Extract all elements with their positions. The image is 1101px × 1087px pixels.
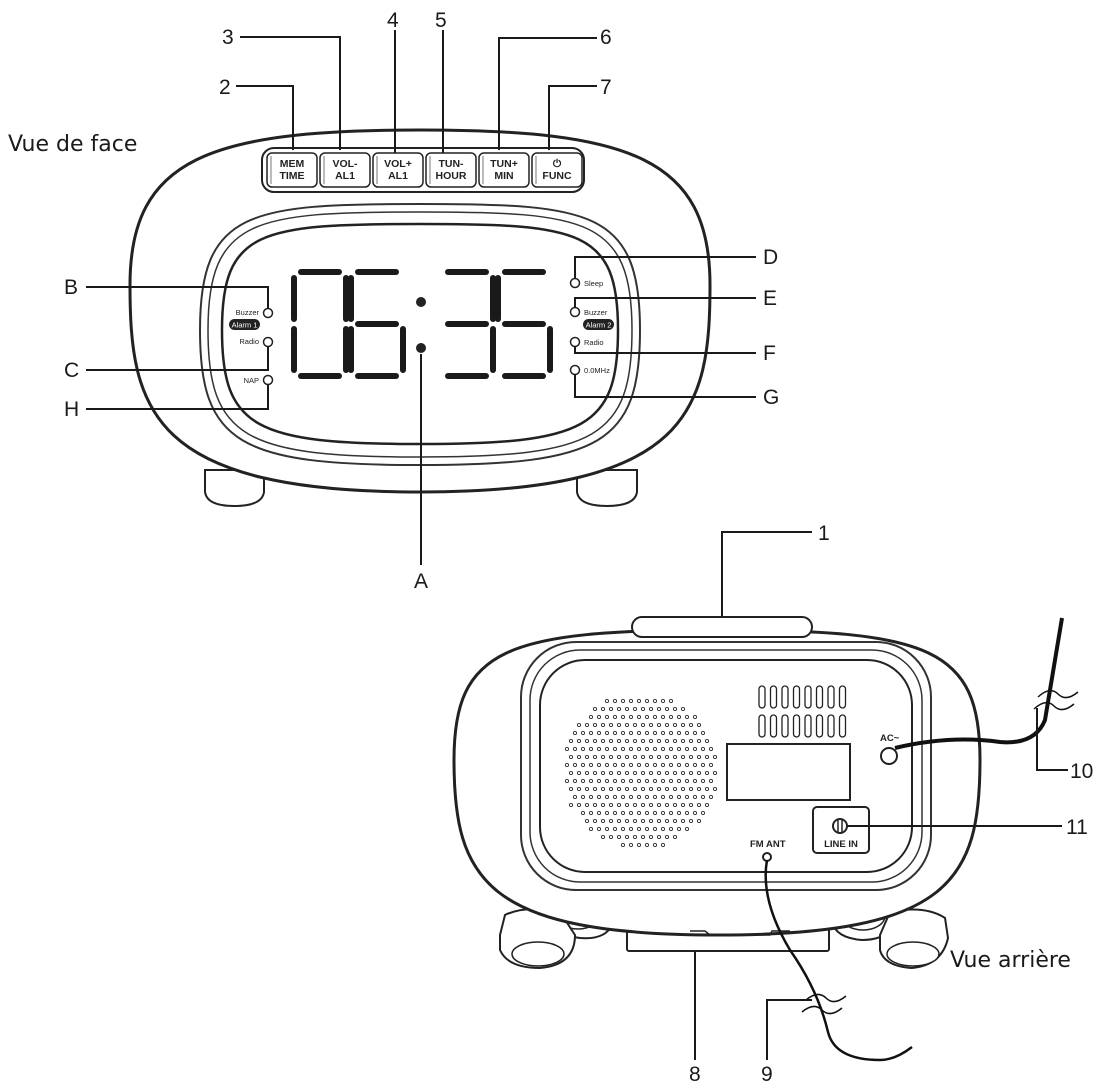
- button-label-top: MEM: [280, 158, 305, 170]
- indicator-dot-radio-right: [569, 336, 581, 348]
- button-label-bottom: AL1: [335, 170, 355, 182]
- ac-label: AC~: [880, 733, 900, 744]
- button-label-top: TUN-: [438, 158, 464, 170]
- ac-jack: [880, 747, 898, 765]
- indicator-dots: [262, 277, 581, 386]
- indicator-buzzer-left: Buzzer: [236, 308, 260, 317]
- front-button-6[interactable]: ⏻FUNC: [531, 152, 583, 188]
- power-cord-break: [1033, 689, 1079, 711]
- callout-G: G: [763, 386, 779, 409]
- indicator-alarm1: Alarm 1: [232, 321, 258, 330]
- alarm2-badge: [583, 319, 614, 330]
- indicator-alarm2: Alarm 2: [586, 321, 612, 330]
- callout-B: B: [64, 276, 78, 299]
- time-digit-4: [495, 269, 553, 379]
- indicator-buzzer-right: Buzzer: [584, 308, 608, 317]
- callout-4: 4: [387, 9, 399, 32]
- line-in-jack-detail: [837, 820, 843, 832]
- front-button-3[interactable]: VOL+AL1: [372, 152, 424, 188]
- callout-8: 8: [689, 1063, 701, 1086]
- button-label-top: ⏻: [553, 157, 562, 170]
- rear-bezel-mid: [529, 649, 923, 883]
- callout-6: 6: [600, 26, 612, 49]
- callout-5: 5: [435, 9, 447, 32]
- front-view: MEMTIMEVOL-AL1VOL+AL1TUN-HOURTUN+MIN⏻FUN…: [128, 128, 712, 508]
- callout-3: 3: [222, 26, 234, 49]
- front-left-foot: [204, 469, 265, 508]
- button-label-top: VOL+: [384, 158, 412, 170]
- time-digit-3: [445, 269, 496, 379]
- vent-slots: [758, 685, 847, 738]
- callout-lines: [86, 30, 1068, 1060]
- line-in-jack: [832, 818, 848, 834]
- callout-D: D: [763, 246, 778, 269]
- rear-right-foot-front-cap: [886, 941, 940, 967]
- button-label-bottom: MIN: [494, 170, 513, 182]
- line-in-label: LINE IN: [824, 839, 858, 850]
- indicator-radio-left: Radio: [239, 337, 259, 346]
- front-button-4[interactable]: TUN-HOUR: [425, 152, 477, 188]
- button-label-bottom: FUNC: [542, 170, 572, 182]
- indicator-dot-sleep: [569, 277, 581, 289]
- fm-antenna-wire: [764, 859, 913, 1062]
- power-cord: [894, 617, 1064, 750]
- callout-E: E: [763, 287, 777, 310]
- callout-10: 10: [1070, 760, 1093, 783]
- fm-ant-jack: [762, 852, 772, 862]
- indicator-dot-buzzer-right: [569, 306, 581, 318]
- front-view-caption: Vue de face: [8, 132, 137, 157]
- indicator-radio-right: Radio: [584, 338, 604, 347]
- indicator-dot-nap: [262, 374, 274, 386]
- time-digit-2: [348, 269, 406, 379]
- callout-11: 11: [1066, 816, 1088, 839]
- callout-1: 1: [818, 522, 830, 545]
- colon-dot-bottom: [416, 343, 426, 353]
- callout-7: 7: [600, 76, 612, 99]
- rear-bezel-outer: [520, 641, 932, 891]
- callout-H: H: [64, 398, 79, 421]
- snooze-bar: [631, 616, 813, 638]
- front-right-foot: [576, 469, 638, 508]
- callout-C: C: [64, 359, 79, 382]
- fm-ant-label: FM ANT: [750, 839, 786, 850]
- rear-left-foot-front-cap: [511, 941, 565, 967]
- button-label-top: TUN+: [490, 158, 518, 170]
- time-display: [291, 269, 553, 379]
- callout-labels: 2 3 4 5 6 7 B C H D E F G A 1 10 11 8 9 …: [8, 9, 1093, 1086]
- speaker-grille: [564, 698, 718, 848]
- rating-label-plate: [726, 743, 851, 801]
- indicator-nap: NAP: [244, 376, 259, 385]
- front-button-5[interactable]: TUN+MIN: [478, 152, 530, 188]
- button-label-bottom: TIME: [279, 170, 304, 182]
- front-button-2[interactable]: VOL-AL1: [319, 152, 371, 188]
- battery-tab: [690, 930, 790, 936]
- callout-2: 2: [219, 76, 231, 99]
- button-label-top: VOL-: [332, 158, 358, 170]
- fm-antenna-break: [801, 993, 847, 1015]
- button-label-bottom: HOUR: [436, 170, 467, 182]
- indicator-sleep: Sleep: [584, 279, 603, 288]
- button-label-bottom: AL1: [388, 170, 408, 182]
- indicator-mhz: 0.0MHz: [584, 366, 610, 375]
- rear-view: AC~ LINE IN FM ANT: [452, 616, 1079, 1062]
- alarm1-badge: [229, 319, 260, 330]
- time-digit-1: [291, 269, 349, 379]
- indicator-dot-radio-left: [262, 336, 274, 348]
- callout-A: A: [414, 570, 428, 593]
- rear-view-caption: Vue arrière: [950, 948, 1071, 973]
- colon-dot-top: [416, 297, 426, 307]
- indicator-dot-buzzer-left: [262, 307, 274, 319]
- callout-F: F: [763, 342, 776, 365]
- indicator-dot-mhz: [569, 364, 581, 376]
- callout-9: 9: [761, 1063, 773, 1086]
